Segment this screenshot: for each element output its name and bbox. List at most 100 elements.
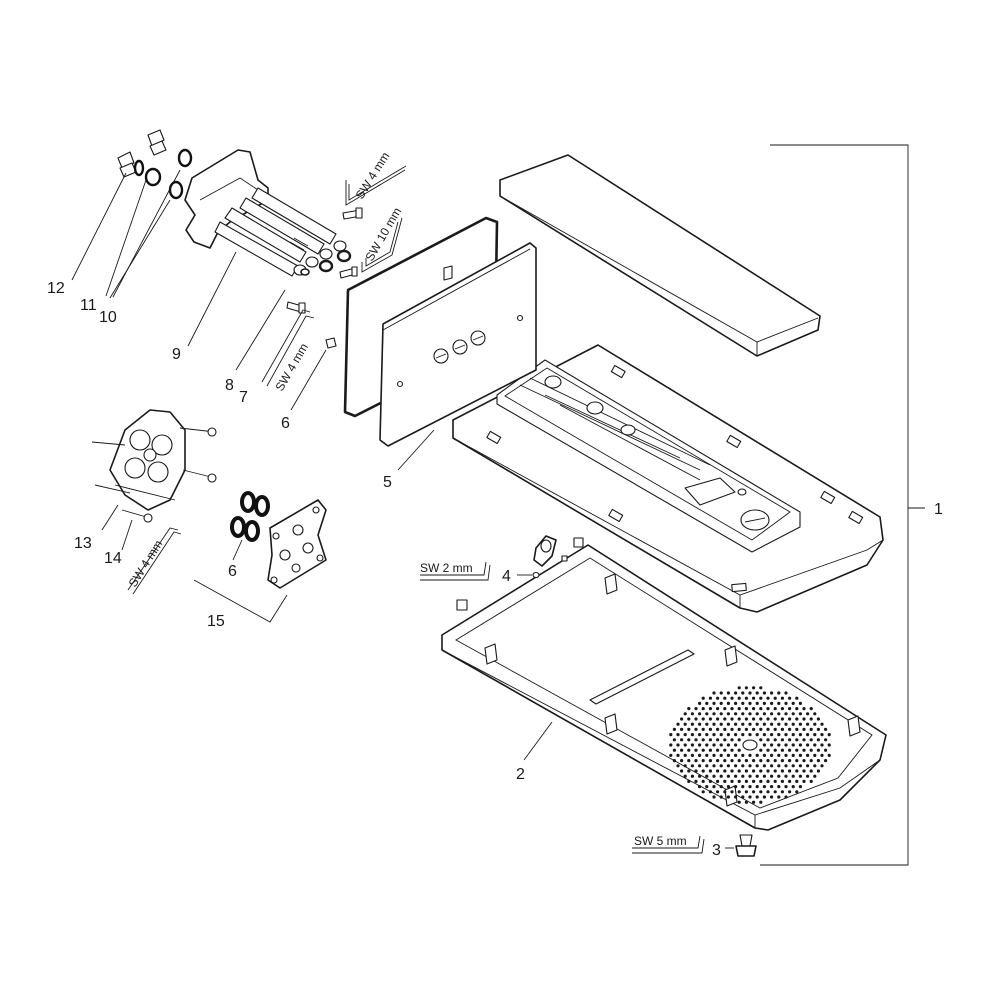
nozzle-hole (690, 764, 695, 768)
nozzle-hole (748, 722, 752, 726)
nozzle-hole (730, 696, 734, 700)
nozzle-hole (741, 691, 745, 695)
nozzle-hole (780, 759, 785, 763)
nozzle-hole (770, 764, 774, 768)
nozzle-hole (770, 795, 774, 799)
nozzle-hole (748, 785, 752, 789)
nozzle-hole (806, 733, 810, 737)
nozzle-hole (687, 717, 691, 721)
nozzle-hole (730, 717, 734, 721)
nozzle-hole (788, 707, 792, 711)
nozzle-hole (813, 753, 817, 758)
nozzle-hole (737, 727, 741, 732)
nozzle-hole (712, 701, 716, 706)
nozzle-hole (726, 712, 731, 716)
nozzle-hole (690, 733, 695, 737)
tool-label-sw5: SW 5 mm (634, 834, 687, 848)
nozzle-hole (723, 727, 727, 732)
nozzle-hole (802, 769, 806, 773)
nozzle-hole (784, 785, 788, 789)
nozzle-hole (791, 774, 795, 778)
nozzle-hole (791, 764, 795, 768)
nozzle-hole (813, 743, 817, 747)
nozzle-hole (719, 722, 723, 726)
nozzle-hole (777, 774, 781, 778)
nozzle-hole (759, 800, 763, 804)
nozzle-hole (694, 759, 698, 763)
nozzle-hole (719, 701, 723, 706)
nozzle-hole (752, 717, 756, 721)
nozzle-hole (798, 764, 803, 768)
nozzle-hole (748, 733, 752, 737)
nozzle-hole (712, 743, 716, 747)
nozzle-hole (791, 712, 795, 716)
nozzle-hole (683, 753, 687, 758)
nozzle-hole (762, 701, 767, 706)
nozzle-hole (791, 722, 795, 726)
nozzle-hole (806, 753, 810, 758)
nozzle-hole (795, 717, 799, 721)
nozzle-hole (766, 707, 770, 711)
nozzle-hole (701, 769, 705, 773)
nozzle-hole (734, 785, 738, 789)
nozzle-hole (716, 790, 720, 794)
nozzle-hole (759, 769, 763, 773)
nozzle-hole (726, 753, 731, 758)
nozzle-hole (708, 748, 713, 752)
nozzle-hole (770, 691, 774, 695)
nozzle-hole (788, 748, 792, 752)
part-label-6-lower: 6 (228, 563, 237, 580)
nozzle-hole (748, 795, 752, 799)
nozzle-hole-field (669, 686, 831, 804)
nozzle-hole (752, 800, 756, 804)
nozzle-hole (748, 701, 752, 706)
nozzle-hole (809, 769, 813, 773)
nozzle-hole (730, 769, 734, 773)
nozzle-hole (824, 748, 828, 752)
nozzle-hole (777, 795, 781, 799)
nozzle-hole (780, 707, 785, 711)
nozzle-hole (816, 759, 821, 763)
nozzle-hole (730, 748, 734, 752)
nozzle-hole (694, 727, 698, 732)
nozzle-hole (683, 733, 687, 737)
nozzle-hole (813, 722, 817, 726)
nozzle-hole (773, 717, 777, 721)
nozzle-hole (755, 691, 759, 695)
mounting-bracket-13 (91, 409, 217, 523)
nozzle-hole (708, 696, 713, 700)
nozzle-hole (744, 759, 749, 763)
nozzle-hole (719, 712, 723, 716)
nozzle-hole (701, 779, 705, 784)
nozzle-hole (669, 743, 673, 747)
nozzle-hole (723, 717, 727, 721)
nozzle-hole (698, 753, 702, 758)
nozzle-hole (726, 733, 731, 737)
nozzle-hole (672, 748, 677, 752)
nozzle-hole (694, 738, 698, 742)
nozzle-hole (795, 727, 799, 732)
nozzle-hole (759, 759, 763, 763)
nozzle-hole (726, 743, 731, 747)
nozzle-hole (780, 696, 785, 700)
nozzle-hole (683, 743, 687, 747)
part-label-7: 7 (239, 389, 248, 406)
nozzle-hole (741, 701, 745, 706)
nozzle-hole (744, 779, 749, 784)
nozzle-hole (748, 753, 752, 758)
nozzle-hole (701, 696, 705, 700)
nozzle-hole (676, 743, 680, 747)
nozzle-hole (708, 779, 713, 784)
shower-plate-2 (441, 544, 887, 831)
nozzle-hole (802, 707, 806, 711)
nozzle-hole (762, 722, 767, 726)
nozzle-hole (752, 727, 756, 732)
nozzle-hole (777, 733, 781, 737)
nozzle-hole (755, 774, 759, 778)
nozzle-hole (687, 707, 691, 711)
nozzle-hole (795, 779, 799, 784)
nozzle-hole (806, 743, 810, 747)
nozzle-hole (680, 717, 684, 721)
assembly-bracket-1 (760, 144, 925, 866)
